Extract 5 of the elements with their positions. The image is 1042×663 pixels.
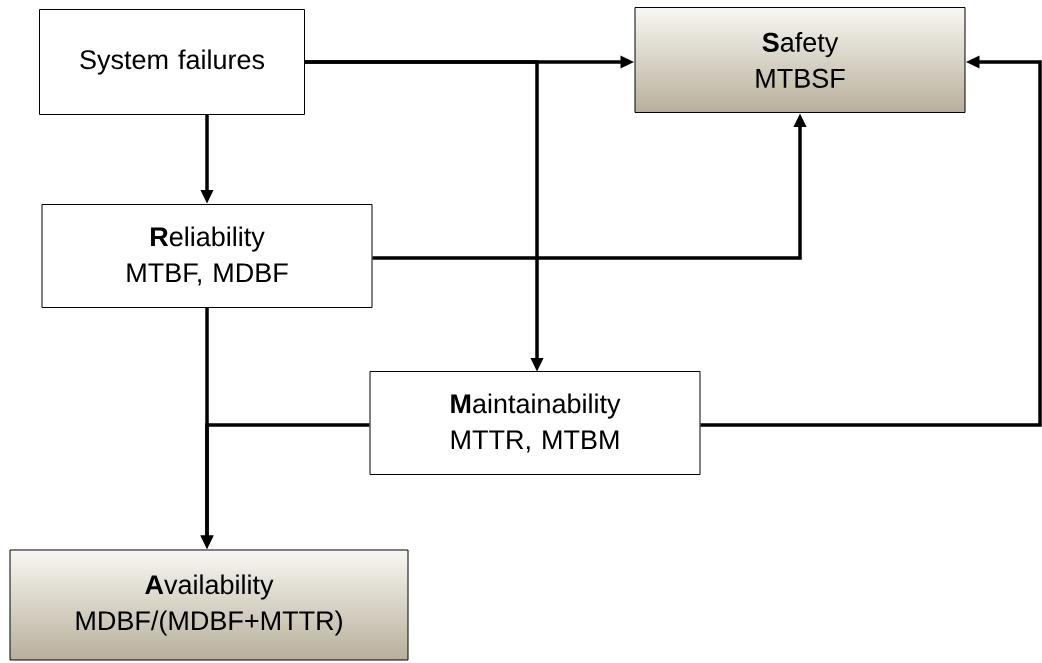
process-box: System failures xyxy=(39,9,305,115)
shaded-box: Availability MDBF/(MDBF+MTTR) xyxy=(9,549,409,661)
process-box: Maintainability MTTR, MTBM xyxy=(369,371,701,475)
process-box: Reliability MTBF, MDBF xyxy=(41,204,373,308)
shaded-box: Safety MTBSF xyxy=(634,7,966,113)
